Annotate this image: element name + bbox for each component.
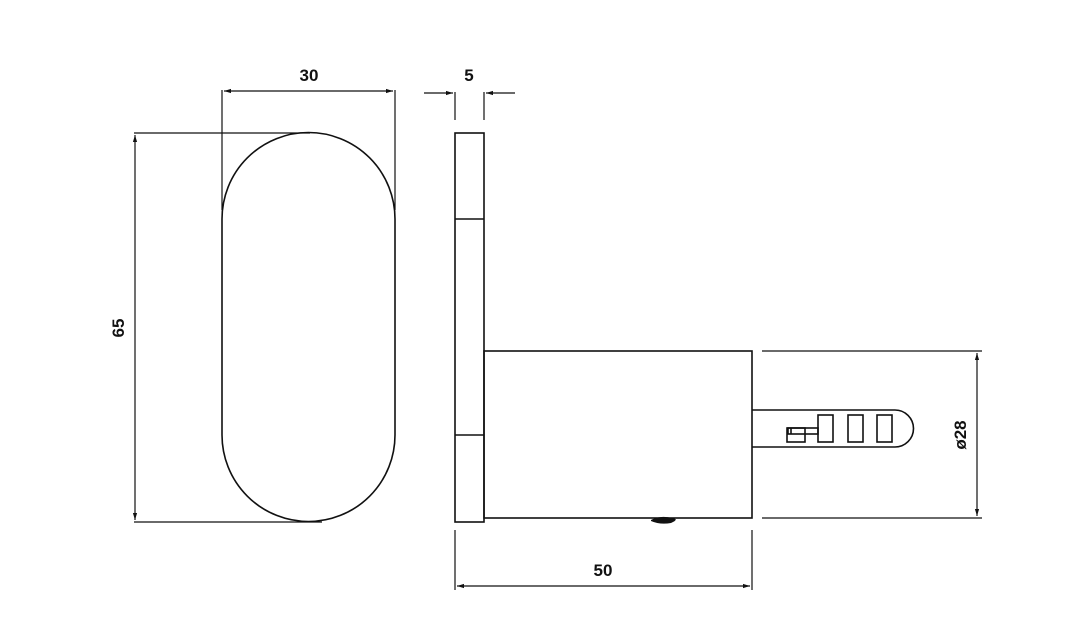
dimension-diameter: ø28 (762, 350, 982, 519)
side-view-plate (454, 132, 485, 523)
dimension-thickness: 5 (424, 66, 515, 120)
dimension-length: 50 (454, 530, 753, 590)
dimension-height: 65 (109, 132, 322, 523)
plug-end (752, 409, 915, 448)
dimension-width-label: 30 (300, 66, 319, 85)
dimension-length-label: 50 (594, 561, 613, 580)
set-screw-mark (651, 516, 676, 524)
dimension-width: 30 (221, 66, 396, 210)
dimension-diameter-label: ø28 (951, 420, 970, 449)
plug-tab (787, 427, 819, 435)
dimension-thickness-label: 5 (464, 66, 473, 85)
dimension-height-label: 65 (109, 319, 128, 338)
cylinder-body (483, 350, 753, 524)
front-view-plate (221, 131, 396, 523)
